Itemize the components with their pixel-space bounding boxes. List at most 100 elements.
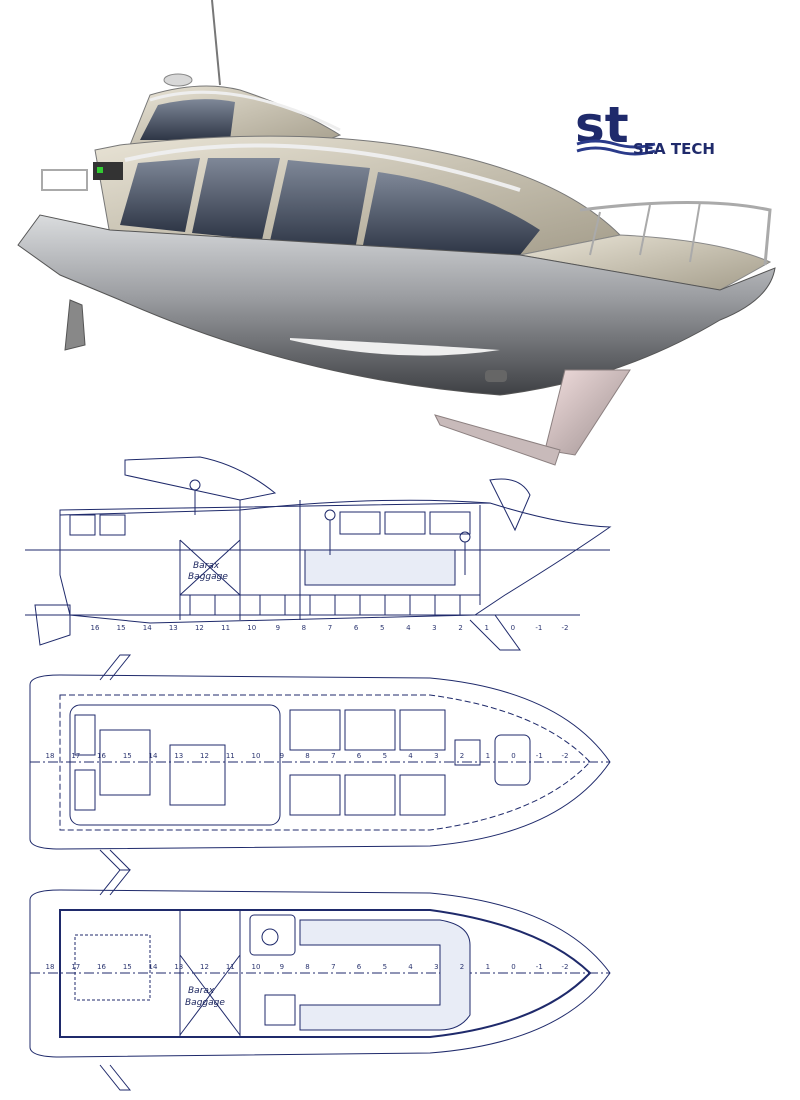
logo-svg: st SEA TECH xyxy=(575,96,715,158)
frame-number: 3 xyxy=(432,624,436,632)
frame-number: 13 xyxy=(174,963,183,971)
frame-number: 7 xyxy=(331,752,335,760)
frame-number: 18 xyxy=(46,963,55,971)
stern-foil xyxy=(64,299,86,351)
logo-wave-2 xyxy=(576,146,656,156)
frame-number: 10 xyxy=(247,624,256,632)
bow-foil-wing xyxy=(434,414,561,466)
frame-number: 10 xyxy=(252,963,261,971)
frame-number: 14 xyxy=(143,624,152,632)
frame-number: 15 xyxy=(117,624,126,632)
green-nav-light xyxy=(97,167,103,173)
frame-number: 1 xyxy=(484,624,488,632)
frame-number: 9 xyxy=(280,963,284,971)
windshield xyxy=(362,172,540,255)
thruster xyxy=(485,370,507,382)
profile-label-barax: Barax xyxy=(193,561,220,571)
frame-number: -2 xyxy=(562,963,569,971)
frame-number: 3 xyxy=(434,963,438,971)
frame-number: 10 xyxy=(252,752,261,760)
frame-number: 15 xyxy=(123,752,132,760)
frame-number: 11 xyxy=(226,963,235,971)
nav-light-housing xyxy=(93,162,123,180)
frame-number: 7 xyxy=(331,963,335,971)
frame-number: 5 xyxy=(380,624,384,632)
frame-number: 14 xyxy=(149,963,158,971)
frame-number: 6 xyxy=(357,963,362,971)
frame-number: 1 xyxy=(486,963,490,971)
window-2 xyxy=(192,158,280,240)
frame-number: 8 xyxy=(305,752,309,760)
boat-render-svg xyxy=(17,0,776,466)
logo-wave-1 xyxy=(576,139,656,149)
frame-number: 12 xyxy=(195,624,204,632)
frame-number: 3 xyxy=(434,752,438,760)
window-1 xyxy=(120,158,200,232)
roof-rail xyxy=(124,143,521,192)
frame-number: 13 xyxy=(169,624,178,632)
frame-number: -1 xyxy=(535,624,542,632)
frame-number: 2 xyxy=(458,624,462,632)
plan-label-baggage: Baggage xyxy=(185,998,225,1008)
frame-number: 9 xyxy=(276,624,280,632)
frame-number: 13 xyxy=(174,752,183,760)
frame-number: 4 xyxy=(406,624,411,632)
frame-number: 0 xyxy=(511,963,515,971)
frame-number: 11 xyxy=(226,752,235,760)
frame-number: 16 xyxy=(97,752,106,760)
stern-railing xyxy=(41,169,88,191)
frame-number: 2 xyxy=(460,963,464,971)
frame-number: 11 xyxy=(221,624,230,632)
frame-number: 6 xyxy=(357,752,362,760)
frame-number: 18 xyxy=(46,752,55,760)
frame-number: -2 xyxy=(562,752,569,760)
bow-foil-strut xyxy=(544,369,631,456)
frame-number: 6 xyxy=(354,624,359,632)
frame-number: 16 xyxy=(97,963,106,971)
frame-number: 12 xyxy=(200,752,209,760)
frame-number: 0 xyxy=(511,624,515,632)
frame-number: 1 xyxy=(486,752,490,760)
bow-deck xyxy=(519,234,772,291)
frame-number: 7 xyxy=(328,624,332,632)
frame-number: 15 xyxy=(123,963,132,971)
flybridge-glass xyxy=(140,99,235,140)
radar-dome xyxy=(163,73,193,87)
antenna xyxy=(211,0,221,86)
frame-number: 16 xyxy=(91,624,100,632)
frame-number: -1 xyxy=(536,963,543,971)
frame-number: 12 xyxy=(200,963,209,971)
sea-tech-logo: st SEA TECH xyxy=(575,96,740,160)
frame-number: 8 xyxy=(305,963,309,971)
frame-number: 2 xyxy=(460,752,464,760)
frame-number: -1 xyxy=(536,752,543,760)
profile-hull xyxy=(59,502,612,624)
bow-railing xyxy=(579,201,772,266)
profile-flybridge xyxy=(124,456,277,501)
hull-strake xyxy=(290,338,500,356)
frame-number: 17 xyxy=(71,963,80,971)
frame-number: 17 xyxy=(71,752,80,760)
frame-number: 4 xyxy=(408,963,413,971)
frame-number: 5 xyxy=(383,752,387,760)
flybridge-rail xyxy=(149,90,341,132)
plan-label-barax: Barax xyxy=(188,986,215,996)
frame-number: 14 xyxy=(149,752,158,760)
frame-number: -2 xyxy=(562,624,569,632)
frame-number: 5 xyxy=(383,963,387,971)
frame-number: 8 xyxy=(302,624,306,632)
frame-number: 9 xyxy=(280,752,284,760)
frame-number: 0 xyxy=(511,752,515,760)
logo-brand: SEA TECH xyxy=(633,140,715,158)
window-3 xyxy=(270,160,370,250)
boat-render xyxy=(0,0,800,470)
